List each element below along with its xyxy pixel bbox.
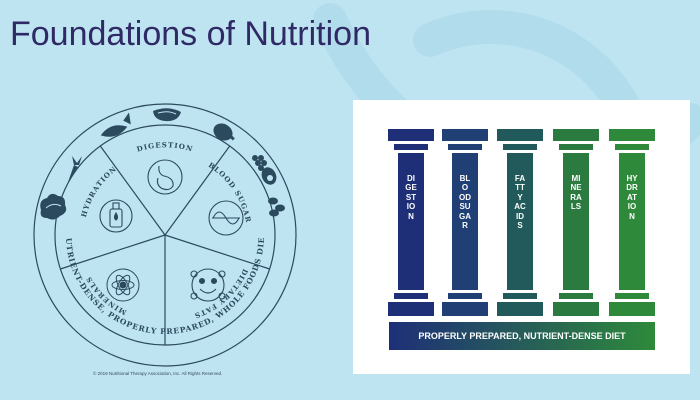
blood-sugar-wave-icon	[208, 200, 244, 236]
carrot-icon	[67, 156, 82, 185]
pillars-base-slab	[389, 322, 655, 350]
stomach-icon	[147, 159, 183, 195]
pillars-base-label: PROPERLY PREPARED, NUTRIENT-DENSE DIET	[418, 331, 626, 341]
pillars-graphic	[388, 129, 655, 350]
wheel-segment-blood-sugar: BLOOD SUGAR	[207, 160, 253, 223]
pillar-label-hydration: HYDRATION	[626, 174, 638, 221]
wheel-segment-digestion: DIGESTION	[136, 140, 195, 153]
nutrition-wheel: DIGESTION BLOOD SUGAR DIETARY FATS MINER…	[30, 100, 297, 367]
mineral-atom-icon	[106, 268, 140, 302]
pillar-digestion	[388, 129, 434, 316]
pillar-label-fatty-acids: FATTY ACIDS	[514, 174, 526, 231]
slide-title: Foundations of Nutrition	[10, 15, 371, 53]
nuts-icon	[268, 197, 285, 217]
wheel-divider	[99, 145, 166, 236]
pillar-blood-sugar	[442, 129, 488, 316]
pillar-fatty-acids	[497, 129, 543, 316]
pillar-hydration	[609, 129, 655, 316]
wheel-divider	[164, 145, 231, 236]
pillars-panel: DIGESTION BLOOD SUGAR FATTY ACIDS MINERA…	[353, 100, 690, 374]
pillar-minerals	[553, 129, 599, 316]
pillar-label-blood-sugar: BLOOD SUGAR	[459, 174, 471, 231]
lettuce-icon	[40, 193, 67, 220]
pillar-label-minerals: MINERALS	[570, 174, 582, 212]
copyright-notice: © 2019 Nutritional Therapy Association, …	[93, 371, 223, 376]
fish-icon	[100, 112, 131, 137]
wheel-divider	[164, 234, 270, 270]
pillar-label-digestion: DIGESTION	[405, 174, 417, 221]
avocado-icon	[261, 167, 277, 185]
grapes-icon	[252, 155, 267, 171]
water-bottle-icon	[99, 199, 133, 233]
wheel-divider	[60, 234, 166, 270]
steak-icon	[153, 108, 181, 122]
wheel-segment-hydration: HYDRATION	[79, 164, 119, 218]
smiling-fat-molecule-icon	[190, 268, 226, 302]
poultry-icon	[213, 123, 235, 141]
wheel-outer-circle	[33, 103, 297, 367]
